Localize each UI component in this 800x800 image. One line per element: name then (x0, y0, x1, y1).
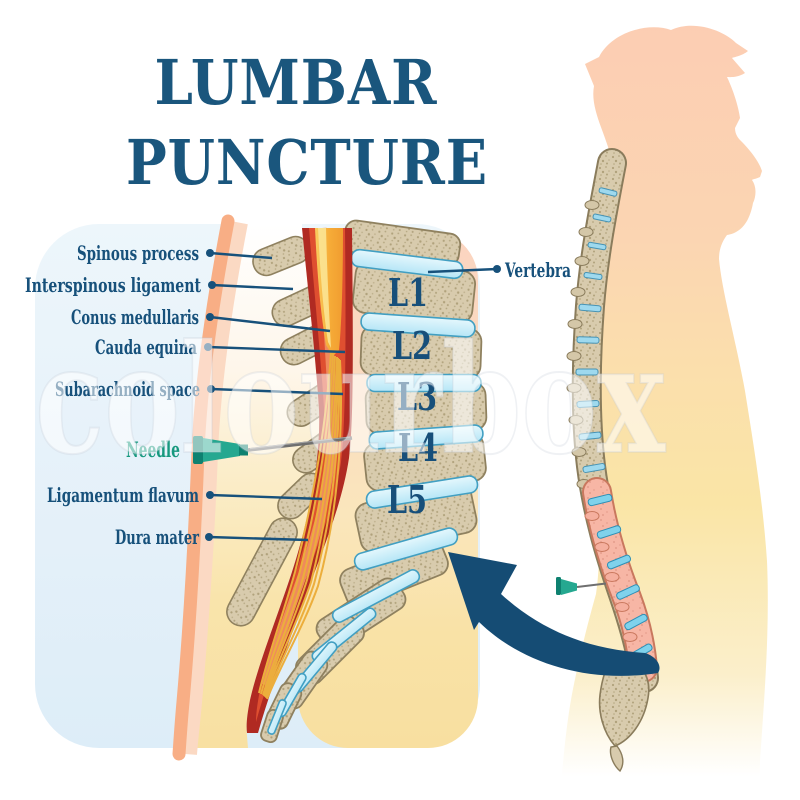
body-spinous-nubs (566, 200, 600, 489)
leader-lines (204, 249, 501, 542)
needle-pointer-icon (556, 577, 607, 595)
label-cauda-equina: Cauda equina (95, 335, 197, 359)
skin-inner-band (173, 219, 248, 755)
label-L5: L5 (387, 477, 427, 522)
label-dura-mater: Dura mater (115, 525, 199, 549)
label-L1: L1 (388, 270, 428, 315)
leader-subarachnoid-space (207, 385, 344, 396)
intervertebral-discs (267, 248, 484, 735)
cauda-equina-fibres (258, 351, 342, 700)
title-line1: LUMBAR (155, 46, 438, 119)
body-lumbar-highlight (582, 477, 658, 683)
label-needle: Needle (126, 437, 180, 462)
curved-arrow-icon (448, 552, 660, 676)
leader-spinous-process (206, 249, 273, 260)
page-title: LUMBAR PUNCTURE (126, 46, 488, 199)
leader-cauda-equina (204, 343, 346, 354)
leader-dura-mater (205, 533, 309, 542)
detail-panel (35, 214, 488, 761)
label-spinous-process: Spinous process (77, 241, 199, 265)
body-spine (566, 148, 659, 773)
leader-ligamentum-flavum (206, 491, 323, 501)
vertebra-level-labels: L1 L2 L3 L4 L5 (387, 270, 438, 522)
label-subarachnoid-space: Subarachnoid space (55, 377, 200, 401)
vertebral-column (260, 219, 488, 744)
annotation-labels: Spinous process Interspinous ligament Co… (25, 241, 571, 549)
body-silhouette (560, 25, 768, 800)
title-line2: PUNCTURE (126, 126, 488, 199)
label-vertebra: Vertebra (504, 258, 571, 282)
label-L3: L3 (397, 374, 437, 419)
label-interspinous-ligament: Interspinous ligament (25, 273, 202, 297)
label-L4: L4 (398, 425, 438, 470)
needle-icon (193, 436, 353, 464)
leader-conus-medullaris (206, 313, 331, 333)
watermark-text: colourbox (35, 312, 666, 488)
label-L2: L2 (392, 323, 432, 368)
leader-vertebra (427, 265, 501, 274)
label-conus-medullaris: Conus medullaris (71, 305, 199, 329)
label-ligamentum-flavum: Ligamentum flavum (47, 483, 199, 507)
body-coccyx (609, 745, 624, 773)
leader-interspinous-ligament (208, 281, 294, 291)
